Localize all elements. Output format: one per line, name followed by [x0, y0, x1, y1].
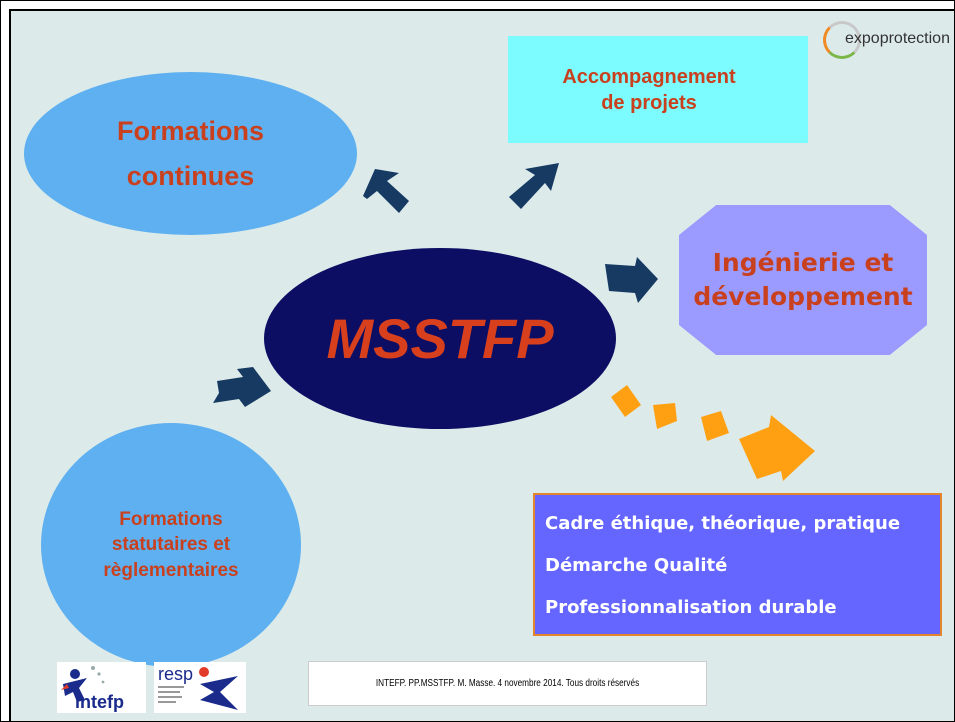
formations-statutaires-line2: statutaires et: [111, 534, 231, 556]
intefp-logo-mark-icon: [61, 666, 105, 702]
ingenierie-octagon: Ingénierie et développement: [679, 205, 927, 355]
formations-statutaires-line3: règlementaires: [103, 559, 239, 581]
formations-continues-ellipse: Formations continues: [24, 72, 357, 235]
expoprotection-logo-text: expoprotection: [845, 30, 950, 47]
accompagnement-line2: de projets: [601, 91, 697, 114]
formations-continues-line2: continues: [126, 160, 255, 191]
accompagnement-box: Accompagnement de projets: [508, 36, 808, 143]
arrow-to-formations-continues-icon: [363, 169, 409, 213]
resp-logo-text: resp: [158, 664, 194, 684]
resp-logo-mark-icon: [158, 667, 238, 710]
cadre-item-3: Professionnalisation durable: [545, 597, 837, 618]
msstfp-center-ellipse: MSSTFP: [264, 248, 616, 429]
cadre-box: Cadre éthique, théorique, pratique Démar…: [533, 493, 942, 636]
cadre-item-2: Démarche Qualité: [545, 555, 728, 576]
footer-copyright: INTEFP. PP.MSSTFP. M. Masse. 4 novembre …: [308, 661, 707, 706]
arrow-to-formations-statutaires-icon: [213, 367, 271, 407]
arrow-to-ingenierie-icon: [605, 257, 658, 303]
dashed-arrow-seg1-icon: [611, 385, 641, 417]
dashed-arrow-seg3-icon: [701, 411, 729, 441]
intefp-logo-text: intefp: [75, 692, 124, 712]
msstfp-label: MSSTFP: [326, 307, 554, 370]
arrow-to-accompagnement-icon: [509, 163, 559, 209]
footer-text: INTEFP. PP.MSSTFP. M. Masse. 4 novembre …: [375, 678, 640, 689]
ingenierie-line2: développement: [693, 282, 913, 311]
formations-statutaires-ellipse: Formations statutaires et règlementaires: [41, 423, 301, 667]
dashed-arrow-head-icon: [739, 415, 815, 481]
ingenierie-line1: Ingénierie et: [712, 248, 894, 278]
intefp-logo: intefp: [57, 662, 146, 713]
formations-continues-line1: Formations: [116, 115, 264, 146]
expoprotection-logo-ring-icon: [823, 21, 861, 59]
resp-logo: resp: [154, 662, 246, 713]
expoprotection-logo: expoprotection: [823, 21, 954, 65]
formations-statutaires-line1: Formations: [119, 508, 223, 530]
dashed-arrow-seg2-icon: [653, 403, 677, 429]
accompagnement-line1: Accompagnement: [562, 65, 736, 88]
cadre-item-1: Cadre éthique, théorique, pratique: [545, 513, 901, 534]
